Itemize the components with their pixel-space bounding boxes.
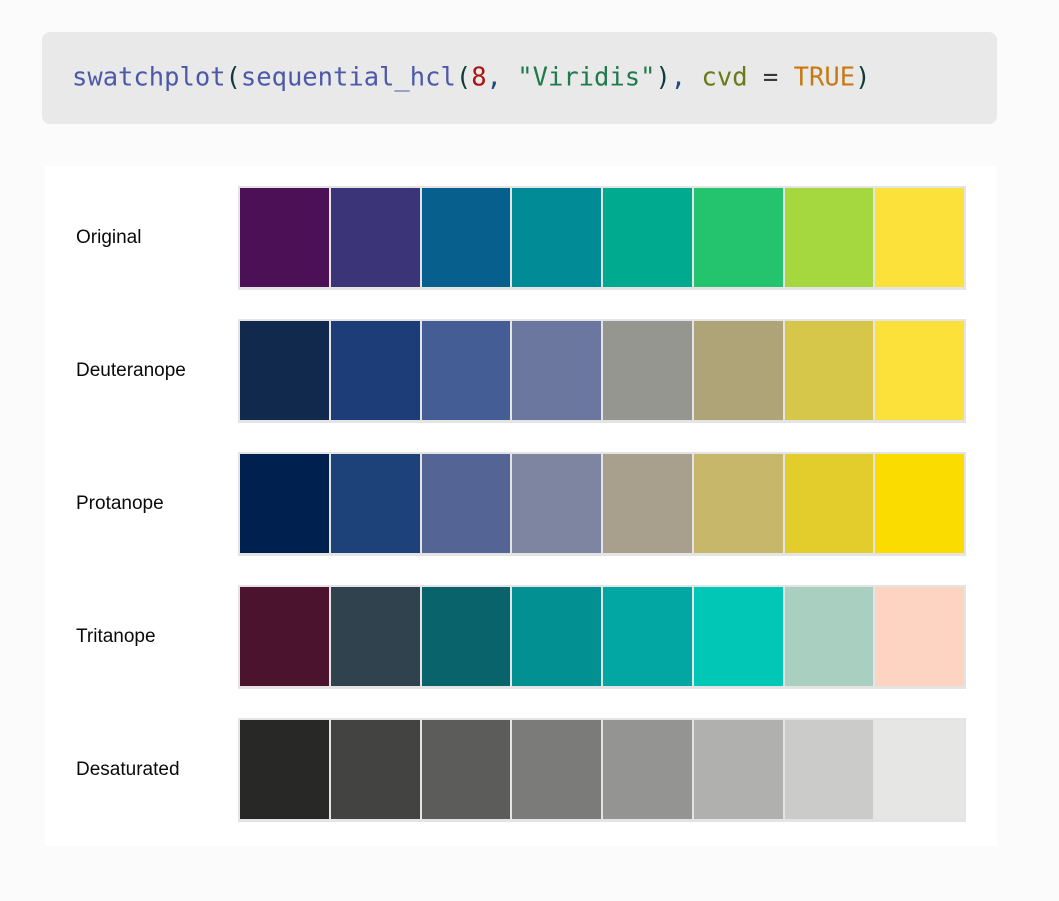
code-token-2: sequential_hcl [240, 62, 456, 93]
color-swatch [693, 453, 783, 553]
swatch-row-label: Desaturated [76, 758, 180, 780]
color-swatch [330, 187, 420, 287]
color-swatch [603, 719, 692, 819]
color-swatch [421, 719, 511, 819]
color-swatch [875, 320, 964, 420]
swatch-strip [238, 584, 966, 689]
code-token-13: TRUE [793, 62, 856, 93]
swatch-strip [238, 318, 966, 423]
color-swatch [330, 453, 420, 553]
color-swatch [330, 586, 420, 686]
code-token-1: ( [225, 62, 241, 93]
swatch-row-label: Deuteranope [76, 359, 186, 381]
code-line: swatchplot(sequential_hcl(8, "Viridis"),… [72, 63, 870, 94]
swatch-strip [238, 185, 966, 290]
swatch-row-deuteranope: Deuteranope [45, 304, 997, 437]
color-swatch [512, 586, 601, 686]
code-token-3: ( [455, 62, 472, 93]
color-swatch [875, 453, 964, 553]
code-block[interactable]: swatchplot(sequential_hcl(8, "Viridis"),… [42, 32, 997, 124]
code-token-11: cvd [701, 62, 748, 93]
color-swatch [240, 586, 329, 686]
color-swatch [421, 187, 511, 287]
color-swatch [421, 586, 511, 686]
code-token-0: swatchplot [72, 62, 226, 93]
color-swatch [784, 453, 874, 553]
color-swatch [693, 187, 783, 287]
swatch-row-label: Original [76, 226, 142, 248]
color-swatch [421, 320, 511, 420]
swatch-row-original: Original [45, 171, 997, 304]
code-token-5: , [486, 62, 502, 93]
color-swatch [875, 586, 964, 686]
color-swatch [875, 187, 964, 287]
color-swatch [603, 320, 692, 420]
color-swatch [603, 187, 692, 287]
color-swatch [240, 453, 329, 553]
code-token-4: 8 [471, 62, 487, 93]
code-token-7: "Viridis" [517, 62, 656, 93]
color-swatch [784, 719, 874, 819]
code-token-12: = [747, 62, 794, 93]
color-swatch [512, 320, 601, 420]
swatch-row-protanope: Protanope [45, 437, 997, 570]
color-swatch [784, 586, 874, 686]
color-swatch [512, 719, 601, 819]
swatch-row-label: Protanope [76, 492, 164, 514]
swatch-row-tritanope: Tritanope [45, 570, 997, 703]
color-swatch [512, 187, 601, 287]
color-swatch [784, 320, 874, 420]
color-swatch [330, 320, 420, 420]
color-swatch [784, 187, 874, 287]
color-swatch [421, 453, 511, 553]
color-swatch [693, 719, 783, 819]
code-token-8: ) [655, 62, 671, 93]
code-token-14: ) [855, 62, 871, 93]
code-token-9: , [670, 62, 687, 93]
color-swatch [330, 719, 420, 819]
color-swatch [240, 719, 329, 819]
swatch-row-label: Tritanope [76, 625, 156, 647]
color-swatch [693, 586, 783, 686]
color-swatch [693, 320, 783, 420]
code-token-10 [686, 63, 701, 93]
color-swatch [240, 187, 329, 287]
swatch-strip [238, 717, 966, 822]
swatch-strip [238, 451, 966, 556]
color-swatch [512, 453, 601, 553]
color-swatch [240, 320, 329, 420]
color-swatch [603, 453, 692, 553]
code-token-6 [502, 63, 517, 93]
swatch-row-desaturated: Desaturated [45, 703, 997, 836]
color-swatch [603, 586, 692, 686]
color-swatch [875, 719, 964, 819]
